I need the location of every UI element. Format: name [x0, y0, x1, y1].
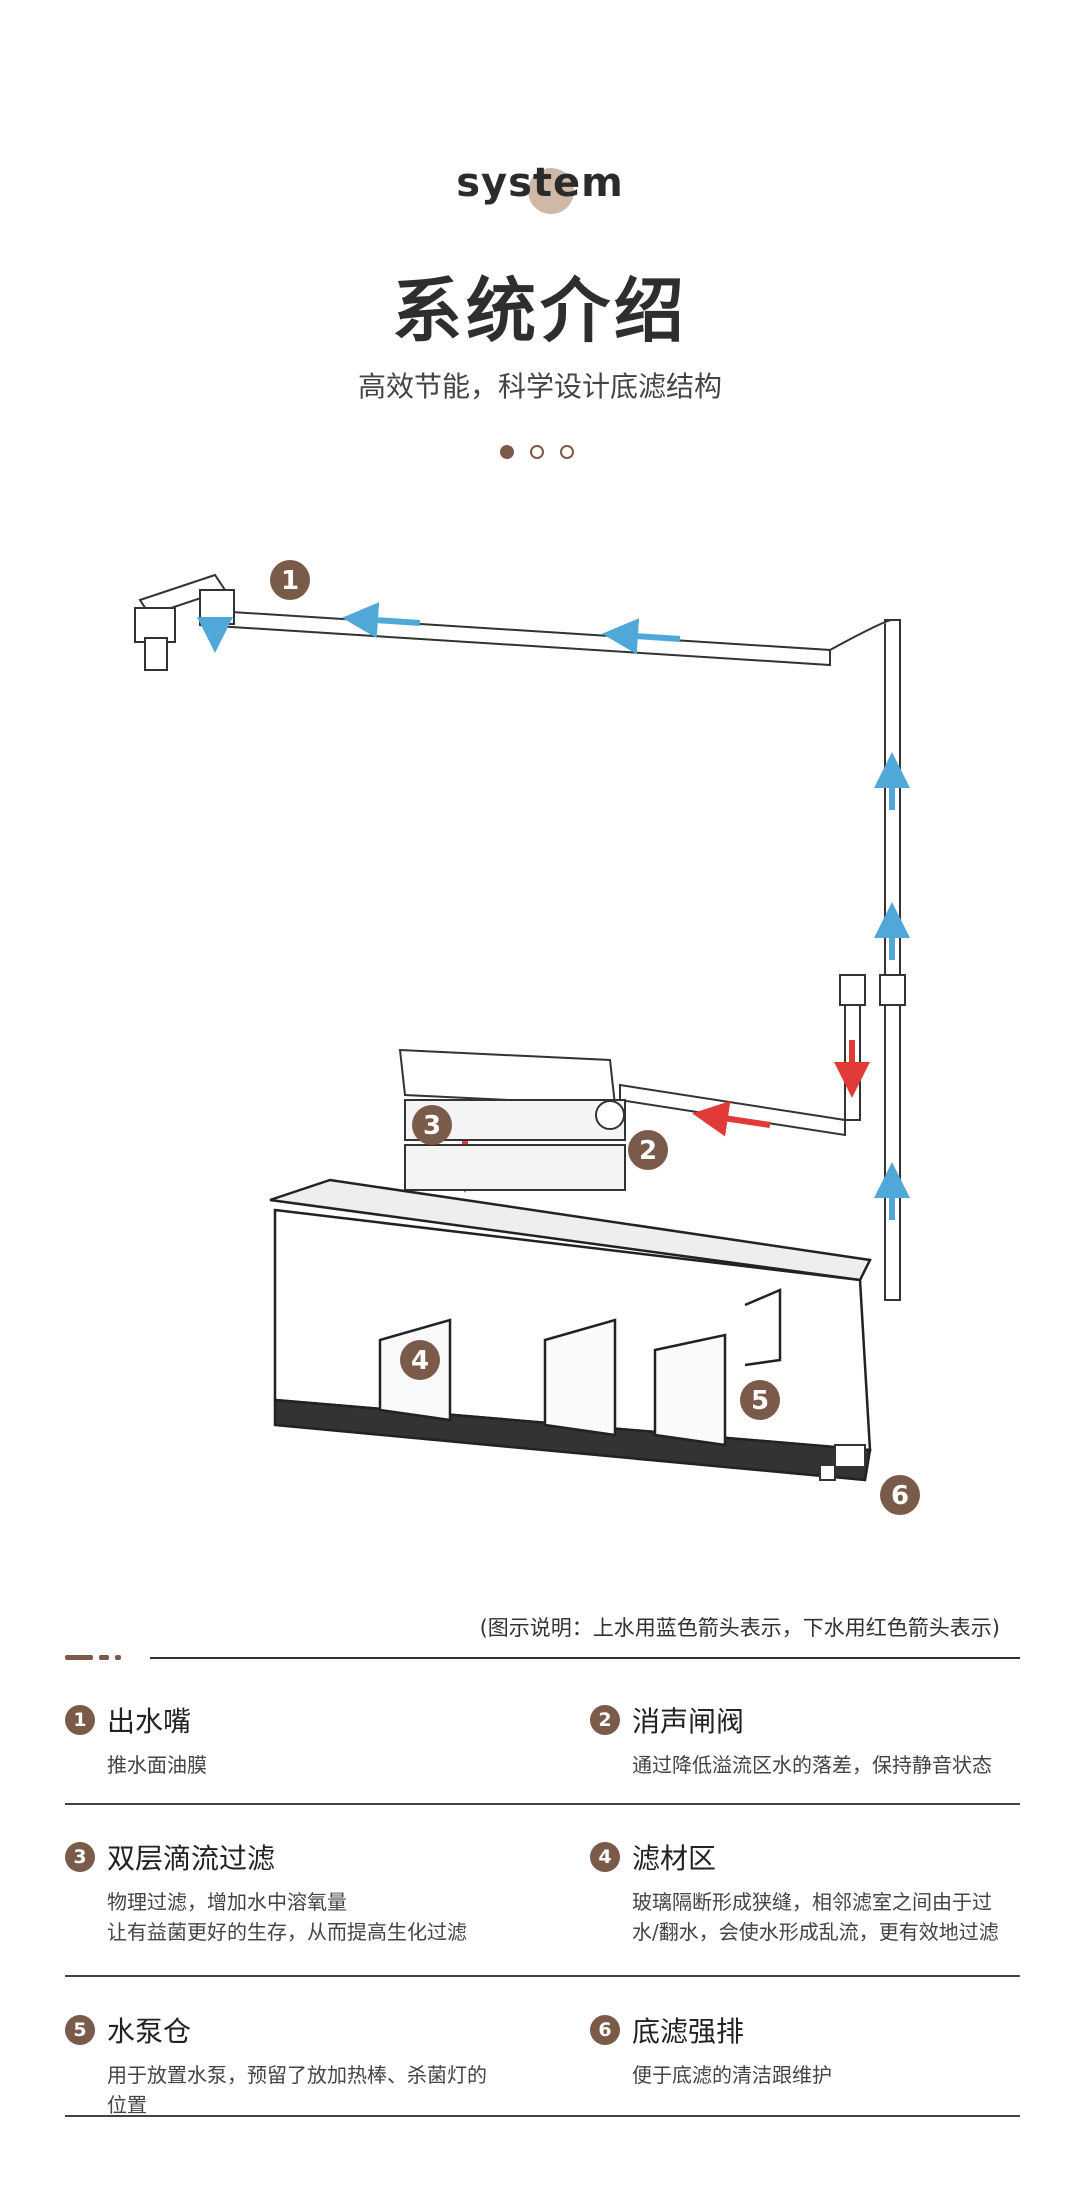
page-title: 系统介绍	[392, 270, 688, 352]
feature-title: 底滤强排	[632, 2015, 745, 2048]
marker-1: 1	[270, 560, 310, 600]
marker-4: 4	[400, 1340, 440, 1380]
brand-logo: system	[456, 160, 624, 206]
system-diagram: 1 2 3 4 5 6	[134, 560, 920, 1515]
svg-text:3: 3	[423, 1111, 441, 1141]
return-pipe	[134, 573, 901, 1301]
marker-3: 3	[412, 1105, 452, 1145]
svg-text:5: 5	[751, 1386, 769, 1416]
legend-note: (图示说明：上水用蓝色箭头表示，下水用红色箭头表示)	[479, 1616, 1000, 1640]
sump-tank	[269, 1178, 872, 1482]
feature-title: 出水嘴	[107, 1705, 192, 1738]
pager-dot-2[interactable]	[530, 445, 544, 459]
feature-item-6: 6 底滤强排 便于底滤的清洁跟维护	[590, 2010, 1030, 2090]
feature-item-1: 1 出水嘴 推水面油膜	[65, 1700, 505, 1780]
logo-accent-dot	[528, 168, 574, 214]
overflow-pipe	[619, 974, 906, 1137]
drain-fitting	[819, 1444, 866, 1481]
feature-item-2: 2 消声闸阀 通过降低溢流区水的落差，保持静音状态	[590, 1700, 1030, 1780]
section-divider	[150, 1657, 1020, 1659]
marker-2: 2	[628, 1130, 668, 1170]
feature-number: 4	[590, 1842, 620, 1872]
feature-number: 6	[590, 2015, 620, 2045]
feature-desc: 通过降低溢流区水的落差，保持静音状态	[632, 1753, 992, 1777]
pager-dot-1[interactable]	[500, 445, 514, 459]
feature-title: 滤材区	[632, 1842, 717, 1875]
feature-desc: 物理过滤，增加水中溶氧量让有益菌更好的生存，从而提高生化过滤	[107, 1890, 467, 1944]
marker-5: 5	[740, 1380, 780, 1420]
feature-desc: 便于底滤的清洁跟维护	[632, 2063, 832, 2087]
svg-text:2: 2	[639, 1136, 657, 1166]
feature-item-3: 3 双层滴流过滤 物理过滤，增加水中溶氧量让有益菌更好的生存，从而提高生化过滤	[65, 1837, 505, 1947]
feature-number: 1	[65, 1705, 95, 1735]
svg-text:6: 6	[891, 1481, 909, 1511]
pager-dot-3[interactable]	[560, 445, 574, 459]
feature-title: 水泵仓	[107, 2015, 192, 2048]
feature-title: 双层滴流过滤	[107, 1842, 276, 1875]
svg-text:1: 1	[281, 566, 299, 596]
svg-text:4: 4	[411, 1346, 429, 1376]
row-divider	[65, 1975, 1020, 1977]
feature-number: 5	[65, 2015, 95, 2045]
feature-item-5: 5 水泵仓 用于放置水泵，预留了放加热棒、杀菌灯的位置	[65, 2010, 505, 2120]
feature-desc: 推水面油膜	[107, 1753, 207, 1777]
section-accent	[65, 1655, 125, 1660]
page-subtitle: 高效节能，科学设计底滤结构	[357, 370, 722, 403]
feature-desc: 用于放置水泵，预留了放加热棒、杀菌灯的位置	[107, 2063, 487, 2117]
row-divider	[65, 2115, 1020, 2117]
pager-dots	[500, 445, 590, 465]
feature-title: 消声闸阀	[632, 1705, 745, 1738]
feature-number: 3	[65, 1842, 95, 1872]
feature-number: 2	[590, 1705, 620, 1735]
feature-desc: 玻璃隔断形成狭缝，相邻滤室之间由于过水/翻水，会使水形成乱流，更有效地过滤	[632, 1890, 999, 1944]
row-divider	[65, 1803, 1020, 1805]
feature-item-4: 4 滤材区 玻璃隔断形成狭缝，相邻滤室之间由于过水/翻水，会使水形成乱流，更有效地…	[590, 1837, 1030, 1947]
marker-6: 6	[880, 1475, 920, 1515]
